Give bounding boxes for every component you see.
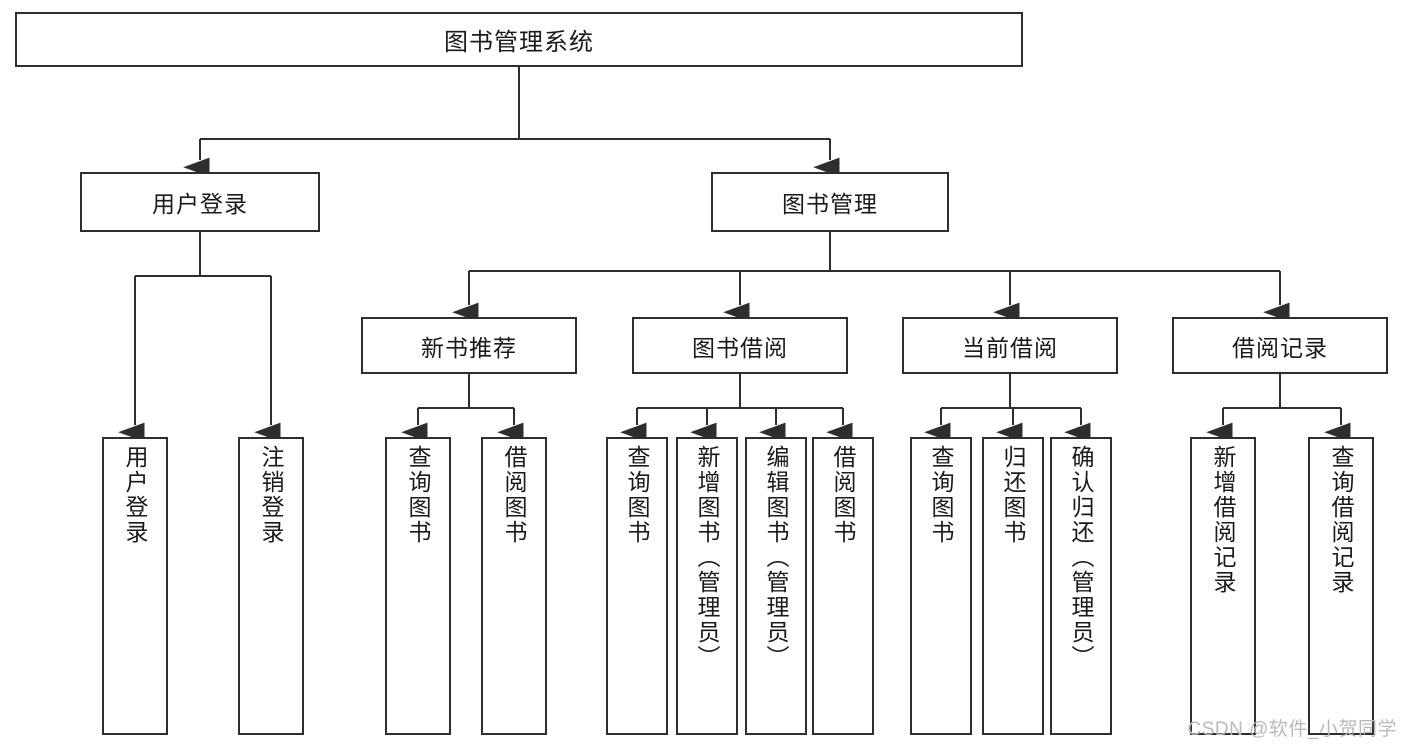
leaf-return-book[interactable]: 归还图书 [982,437,1044,735]
leaf-edit-book-label: 编辑图书（管理员） [762,445,789,670]
node-root[interactable]: 图书管理系统 [15,12,1023,67]
leaf-user-login[interactable]: 用户登录 [102,437,168,735]
leaf-confirm-return[interactable]: 确认归还（管理员） [1050,437,1112,735]
leaf-query-borrow-record-label: 查询借阅记录 [1327,445,1354,595]
leaf-confirm-return-label: 确认归还（管理员） [1067,445,1094,670]
leaf-add-borrow-record-label: 新增借阅记录 [1209,445,1236,595]
node-borrow-record-label: 借阅记录 [1232,334,1328,361]
node-user-login[interactable]: 用户登录 [80,172,320,232]
leaf-return-book-label: 归还图书 [999,445,1026,545]
leaf-user-login-label: 用户登录 [121,445,148,545]
node-user-login-label: 用户登录 [152,191,248,217]
node-book-manage[interactable]: 图书管理 [711,172,949,232]
leaf-query-book-borrow[interactable]: 查询图书 [606,437,668,735]
leaf-query-book-cur[interactable]: 查询图书 [910,437,972,735]
leaf-borrow-book-rec-label: 借阅图书 [500,445,527,545]
leaf-logout[interactable]: 注销登录 [238,437,304,735]
leaf-logout-label: 注销登录 [257,445,284,545]
node-book-borrow-label: 图书借阅 [692,334,788,361]
leaf-edit-book[interactable]: 编辑图书（管理员） [745,437,807,735]
leaf-query-book-rec[interactable]: 查询图书 [385,437,451,735]
node-current-borrow[interactable]: 当前借阅 [902,317,1118,374]
leaf-borrow-book[interactable]: 借阅图书 [812,437,874,735]
leaf-add-book[interactable]: 新增图书（管理员） [676,437,738,735]
node-root-label: 图书管理系统 [444,29,594,56]
leaf-query-book-borrow-label: 查询图书 [623,445,650,545]
leaf-borrow-book-rec[interactable]: 借阅图书 [481,437,547,735]
leaf-add-borrow-record[interactable]: 新增借阅记录 [1190,437,1256,735]
leaf-query-book-cur-label: 查询图书 [927,445,954,545]
watermark: CSDN @软件_小贺同学 [1187,719,1397,740]
leaf-borrow-book-label: 借阅图书 [829,445,856,545]
leaf-query-book-rec-label: 查询图书 [404,445,431,545]
node-book-manage-label: 图书管理 [782,191,878,217]
node-current-borrow-label: 当前借阅 [962,334,1058,361]
node-borrow-record[interactable]: 借阅记录 [1172,317,1388,374]
node-new-book-rec-label: 新书推荐 [421,334,517,361]
node-book-borrow[interactable]: 图书借阅 [632,317,848,374]
node-new-book-rec[interactable]: 新书推荐 [361,317,577,374]
leaf-add-book-label: 新增图书（管理员） [693,445,720,670]
leaf-query-borrow-record[interactable]: 查询借阅记录 [1308,437,1374,735]
